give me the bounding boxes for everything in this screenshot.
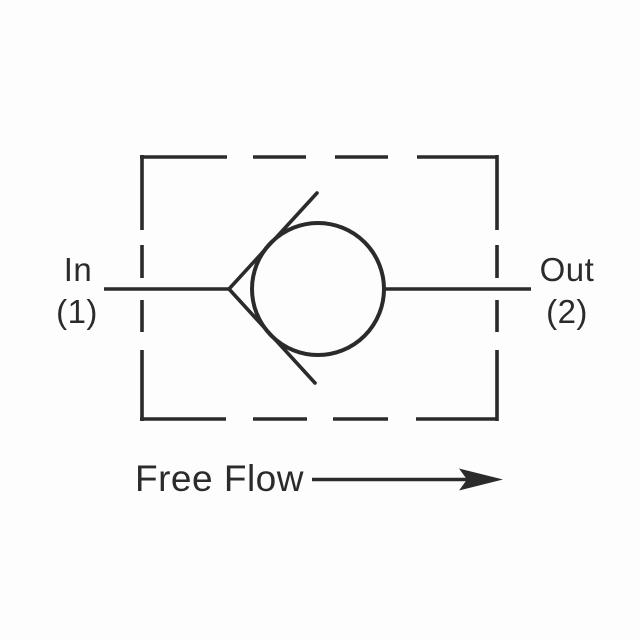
inlet-port-number: (1): [56, 293, 98, 330]
outlet-label: Out: [540, 251, 595, 288]
valve-ball-circle: [250, 221, 386, 357]
arrow-right-icon: [459, 468, 503, 491]
check-valve-symbol: [104, 191, 531, 385]
outlet-port-number: (2): [546, 293, 588, 330]
valve-boundary-dashed-box: [140, 155, 499, 421]
free-flow-label: Free Flow: [135, 458, 304, 499]
free-flow-arrow: [312, 468, 503, 491]
inlet-label: In: [64, 251, 93, 288]
valve-seat: [227, 191, 319, 385]
